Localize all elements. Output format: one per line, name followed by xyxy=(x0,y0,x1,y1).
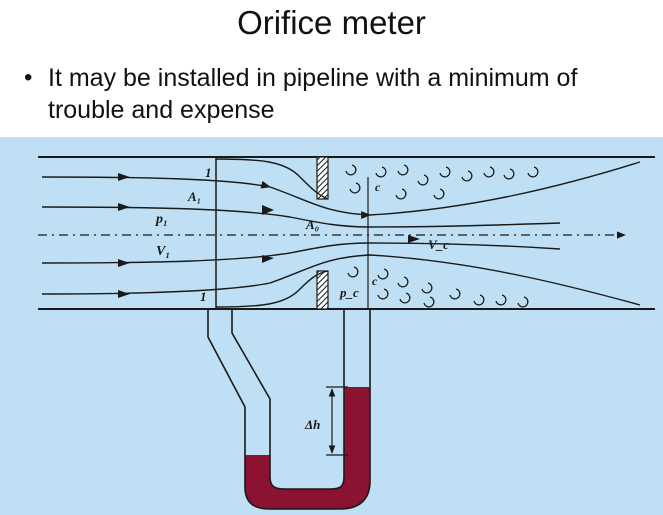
streamline-3 xyxy=(41,242,561,264)
diagram-background xyxy=(0,137,663,515)
flow-arrow-6 xyxy=(262,255,274,263)
eddy xyxy=(517,296,529,308)
eddy xyxy=(397,164,409,176)
orifice-plate-bottom xyxy=(316,270,329,310)
eddy xyxy=(421,282,433,294)
eddy xyxy=(527,166,539,178)
manometer-left-inner xyxy=(231,309,345,490)
manometer-left-outer xyxy=(207,309,371,510)
orifice-plate-top xyxy=(316,156,329,200)
eddy xyxy=(377,268,389,280)
eddy xyxy=(349,182,361,194)
eddy xyxy=(417,174,429,186)
vena-contracta-top-label: c xyxy=(375,180,381,194)
eddy xyxy=(375,166,387,178)
eddy xyxy=(397,276,409,288)
manometer-fluid xyxy=(245,387,370,509)
eddy xyxy=(503,168,515,180)
eddy xyxy=(439,166,451,178)
velocity-c-label: V_c xyxy=(428,237,449,252)
eddy xyxy=(345,164,357,176)
eddy xyxy=(377,288,389,300)
flow-arrow-1 xyxy=(118,173,130,181)
head-dimension xyxy=(326,386,348,456)
flow-arrow-2 xyxy=(118,203,130,211)
vena-contracta-bottom-label: c xyxy=(372,274,378,288)
area-1-label: A₁ xyxy=(187,189,201,204)
flow-arrow-5 xyxy=(262,205,274,215)
orifice-meter-diagram: 1 1 A₁ p₁ V₁ A₀ c c V_c p_c Δh xyxy=(0,137,663,515)
section-1-bottom-label: 1 xyxy=(200,289,207,304)
eddy xyxy=(461,170,473,182)
eddy xyxy=(433,188,445,200)
flow-arrow-3 xyxy=(118,259,130,267)
flow-arrows xyxy=(118,173,420,298)
eddy xyxy=(449,288,461,300)
separation-bottom xyxy=(215,270,329,308)
streamline-1 xyxy=(41,161,641,219)
streamline-4 xyxy=(41,254,641,306)
eddies xyxy=(345,164,539,308)
bullet-item: • It may be installed in pipeline with a… xyxy=(24,62,654,126)
bullet-dot: • xyxy=(24,64,33,91)
section-1-top-label: 1 xyxy=(205,165,212,180)
flow-arrow-4 xyxy=(118,290,130,298)
orifice-area-label: A₀ xyxy=(305,217,319,232)
slide-title: Orifice meter xyxy=(237,4,426,41)
eddy xyxy=(483,166,495,178)
pressure-c-label: p_c xyxy=(339,285,359,300)
pressure-1-label: p₁ xyxy=(155,212,168,227)
flow-arrow-7 xyxy=(408,235,420,243)
eddy xyxy=(495,294,507,306)
eddy xyxy=(399,292,411,304)
manometer-tube xyxy=(207,309,371,510)
eddy xyxy=(473,294,485,306)
eddy xyxy=(423,296,435,308)
streamline-2 xyxy=(41,206,561,228)
separation-top xyxy=(215,158,329,200)
eddy xyxy=(347,266,359,278)
head-difference-label: Δh xyxy=(304,417,320,432)
eddy xyxy=(395,188,407,200)
streamlines xyxy=(41,158,641,308)
velocity-1-label: V₁ xyxy=(156,244,170,259)
bullet-text: It may be installed in pipeline with a m… xyxy=(48,64,578,124)
